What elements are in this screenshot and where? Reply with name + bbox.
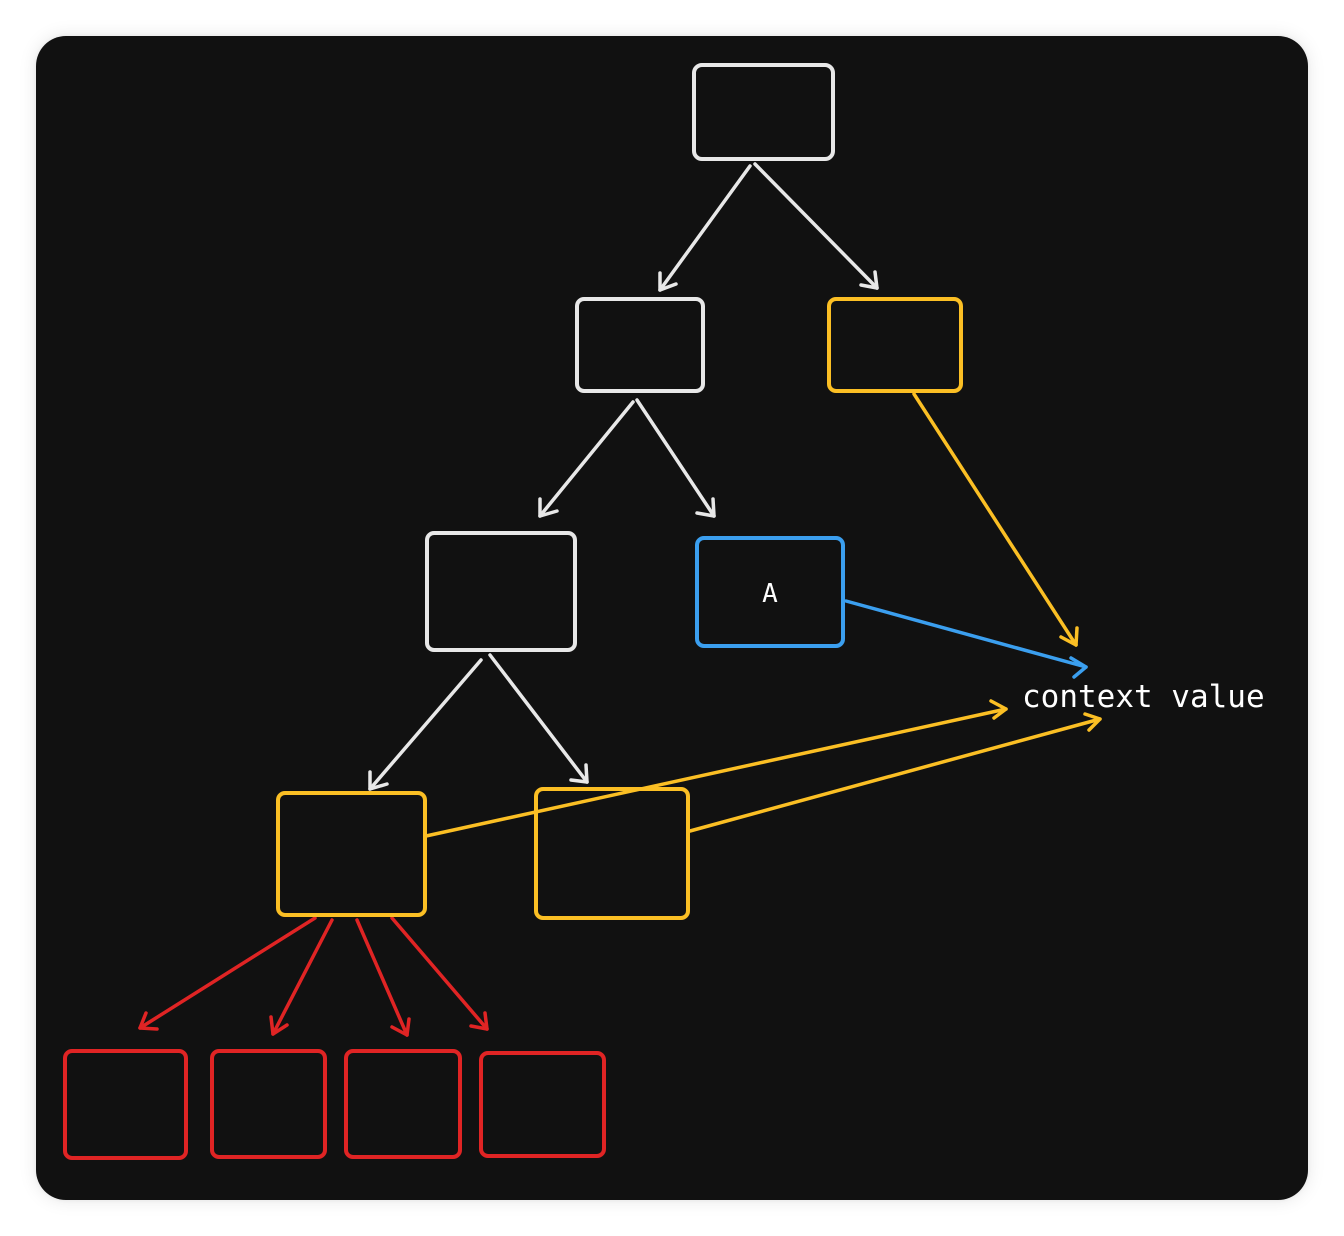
edge-root-to-left xyxy=(658,164,752,292)
level4-left-consumer-node xyxy=(276,791,427,917)
edge-yellow-right-to-context xyxy=(688,717,1102,833)
edge-level3-to-level4-left xyxy=(368,658,483,791)
red-child-node-1 xyxy=(63,1049,188,1160)
level3-left-node xyxy=(425,531,577,652)
arrowhead xyxy=(269,1015,289,1036)
context-value-label: context value xyxy=(1022,679,1265,715)
arrowhead xyxy=(368,770,389,791)
edge-red-child-2 xyxy=(271,918,334,1036)
diagram-canvas xyxy=(36,36,1308,1200)
arrowhead xyxy=(859,270,879,290)
arrowhead xyxy=(989,699,1008,720)
edge-level2-to-node-a xyxy=(635,398,716,518)
level4-right-consumer-node xyxy=(534,787,690,920)
arrowhead xyxy=(538,497,559,518)
red-child-node-4 xyxy=(479,1051,606,1158)
edge-red-child-3 xyxy=(355,918,409,1037)
node-a-provider xyxy=(695,536,845,648)
red-child-node-3 xyxy=(344,1049,462,1159)
node-a-label: A xyxy=(762,579,778,609)
arrowhead xyxy=(1059,626,1079,647)
edge-level3-to-level4-right xyxy=(488,653,589,784)
arrowhead xyxy=(695,497,716,518)
edge-level2-to-level3-left xyxy=(538,400,635,518)
root-node xyxy=(692,63,835,161)
edge-red-child-4 xyxy=(390,916,489,1031)
edge-node-a-to-context xyxy=(844,599,1088,669)
level2-left-node xyxy=(575,297,705,393)
arrowhead xyxy=(390,1017,411,1037)
level2-right-consumer-node xyxy=(827,297,963,393)
arrowhead xyxy=(658,271,678,292)
context-consumer-edges xyxy=(424,392,1102,838)
context-provider-edge xyxy=(844,599,1088,679)
edge-root-to-right xyxy=(753,162,879,290)
tree-nodes xyxy=(63,63,963,1160)
red-child-edges xyxy=(138,916,489,1037)
arrowhead xyxy=(1069,656,1088,679)
arrowhead xyxy=(138,1011,159,1031)
edge-yellow-left-to-context xyxy=(424,707,1008,838)
edge-yellow-top-to-context xyxy=(912,392,1078,647)
arrowhead xyxy=(1083,712,1102,732)
tree-edges-white xyxy=(368,162,879,791)
arrowhead xyxy=(569,763,589,784)
edge-red-child-1 xyxy=(138,916,317,1030)
arrowhead xyxy=(469,1011,489,1031)
red-child-node-2 xyxy=(210,1049,327,1159)
